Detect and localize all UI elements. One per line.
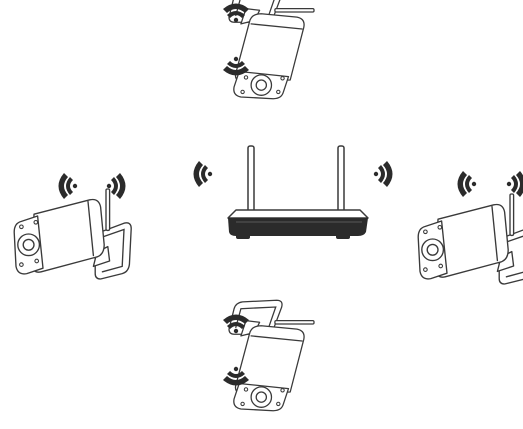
wifi-signal-icon [458, 171, 477, 197]
camera-right [418, 194, 523, 284]
wifi-signal-icon [59, 173, 78, 199]
wifi-signal-icon [374, 161, 393, 187]
camera-left [14, 189, 131, 279]
router-icon [228, 146, 368, 239]
wifi-signal-icon [507, 171, 523, 197]
wifi-signal-icon [194, 161, 213, 187]
